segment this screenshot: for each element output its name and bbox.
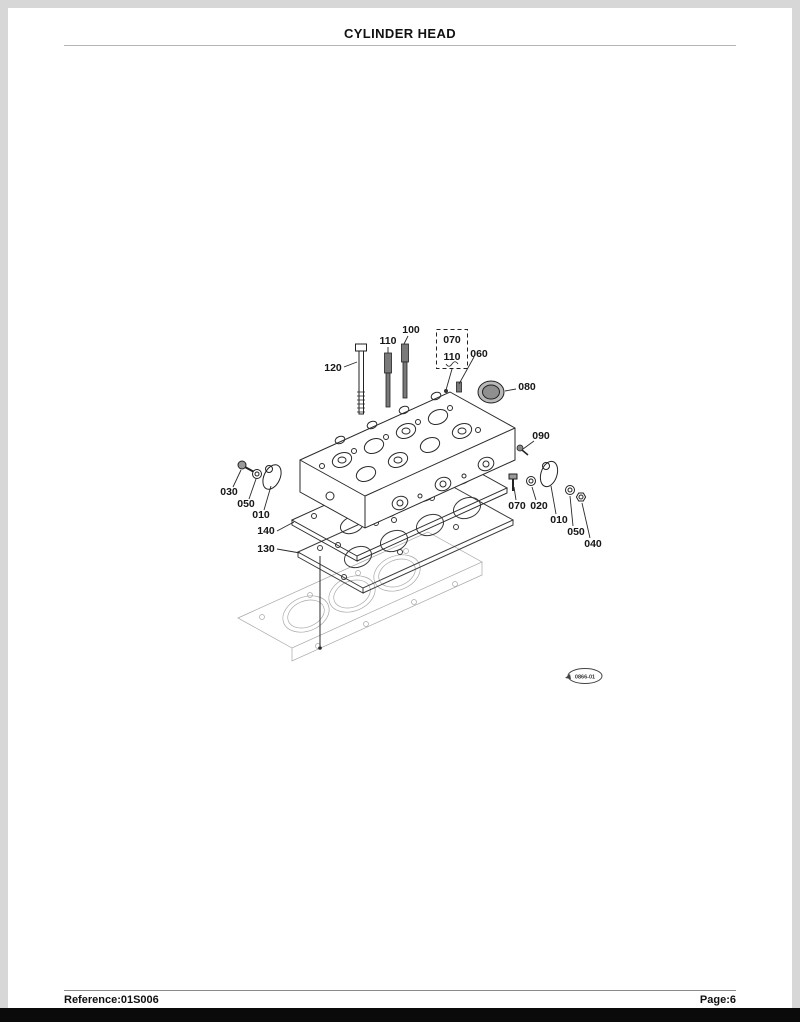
part-label-070-right: 070: [508, 500, 526, 512]
plug-060-part: [456, 381, 462, 393]
stud-110-part: [384, 352, 392, 408]
cylinder-head-body: [299, 391, 516, 529]
part-label-040: 040: [584, 538, 602, 550]
part-label-060: 060: [470, 348, 488, 360]
part-label-110-option: 110: [444, 351, 461, 363]
stud-100-part: [401, 343, 409, 399]
head-stud-drop: [318, 556, 322, 650]
part-label-030: 030: [220, 486, 238, 498]
part-label-020: 020: [530, 500, 548, 512]
footer-page-number: Page:6: [699, 994, 736, 1006]
footer-divider: [64, 990, 736, 991]
cap-080-part: [477, 380, 505, 404]
part-label-080: 080: [518, 381, 536, 393]
part-label-070-option: 070: [443, 334, 461, 346]
part-label-090: 090: [532, 430, 550, 442]
part-label-050-right: 050: [567, 526, 585, 538]
drawing-stamp: 0866-01: [565, 668, 603, 684]
part-label-010-left: 010: [252, 509, 270, 521]
part-labels: 120 110 100 070 110 060 080 090 030 050 …: [220, 324, 602, 555]
stamp-text: 0866-01: [575, 675, 595, 681]
screw-090-part: [516, 444, 529, 456]
option-dashed-box: [436, 329, 468, 393]
part-label-130: 130: [257, 543, 275, 555]
part-label-120: 120: [324, 362, 342, 374]
head-bolt-120-part: [355, 343, 367, 415]
header-divider: [64, 45, 736, 46]
left-bracket-group: [237, 460, 282, 490]
part-label-110: 110: [380, 335, 397, 347]
part-label-050-left: 050: [237, 498, 255, 510]
page-title: CYLINDER HEAD: [343, 26, 457, 41]
footer-reference: Reference:01S006: [64, 994, 159, 1006]
part-label-010-right: 010: [550, 514, 568, 526]
head-gasket-130-part: [296, 483, 515, 594]
bottom-black-bar: [0, 1008, 800, 1022]
part-label-100: 100: [402, 324, 420, 336]
part-label-140: 140: [257, 525, 275, 537]
right-bracket-group: [508, 460, 587, 502]
leader-lines: [232, 335, 591, 554]
